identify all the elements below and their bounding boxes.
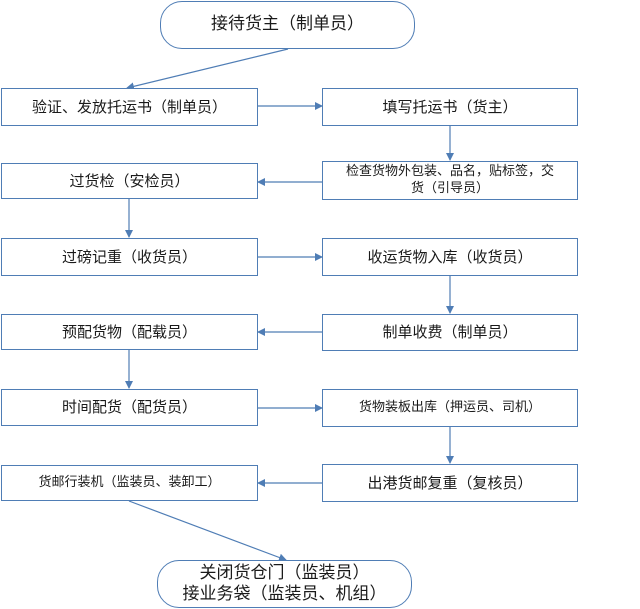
node-inspect-label-line1: 检查货物外包装、品名，贴标签，交 xyxy=(345,164,554,180)
node-pre-allocate-label: 预配货物（配载员） xyxy=(61,322,197,341)
node-mail-loading: 货邮行装机（监装员、装卸工） xyxy=(1,465,258,501)
node-weigh-record-label: 过磅记重（收货员） xyxy=(61,247,197,266)
node-pallet-out: 货物装板出库（押运员、司机） xyxy=(322,389,578,427)
node-pre-allocate: 预配货物（配载员） xyxy=(1,314,258,350)
node-port-reweigh-label: 出港货邮复重（复核员） xyxy=(367,473,533,492)
node-mail-loading-label: 货邮行装机（监装员、装卸工） xyxy=(38,474,221,490)
node-security-label: 过货检（安检员） xyxy=(69,171,190,190)
node-pallet-out-label: 货物装板出库（押运员、司机） xyxy=(358,399,541,415)
arrow-loading-to-close xyxy=(128,500,287,562)
node-fill-form-label: 填写托运书（货主） xyxy=(382,97,518,116)
node-warehouse-in-label: 收运货物入库（收货员） xyxy=(367,247,533,266)
node-billing-label: 制单收费（制单员） xyxy=(382,323,518,342)
node-fill-form: 填写托运书（货主） xyxy=(322,88,578,126)
node-billing: 制单收费（制单员） xyxy=(322,314,578,351)
node-inspect-label-line2: 货（引导员） xyxy=(410,180,489,196)
node-inspect: 检查货物外包装、品名，贴标签，交 货（引导员） xyxy=(322,161,578,200)
node-reception: 接待货主（制单员） xyxy=(160,1,415,49)
arrow-reception-to-verify xyxy=(126,48,289,91)
node-time-allocate: 时间配货（配货员） xyxy=(1,389,258,426)
node-close-hold: 关闭货仓门（监装员） 接业务袋（监装员、机组） xyxy=(157,560,412,608)
node-port-reweigh: 出港货邮复重（复核员） xyxy=(322,464,578,502)
node-close-hold-label-line2: 接业务袋（监装员、机组） xyxy=(182,584,387,604)
node-close-hold-label-line1: 关闭货仓门（监装员） xyxy=(199,562,370,583)
node-security: 过货检（安检员） xyxy=(1,163,258,199)
node-warehouse-in: 收运货物入库（收货员） xyxy=(322,238,578,276)
node-time-allocate-label: 时间配货（配货员） xyxy=(61,398,197,417)
node-verify-issue-label: 验证、发放托运书（制单员） xyxy=(31,97,227,116)
node-reception-label: 接待货主（制单员） xyxy=(211,14,364,35)
node-weigh-record: 过磅记重（收货员） xyxy=(1,238,258,276)
node-verify-issue: 验证、发放托运书（制单员） xyxy=(1,88,258,126)
